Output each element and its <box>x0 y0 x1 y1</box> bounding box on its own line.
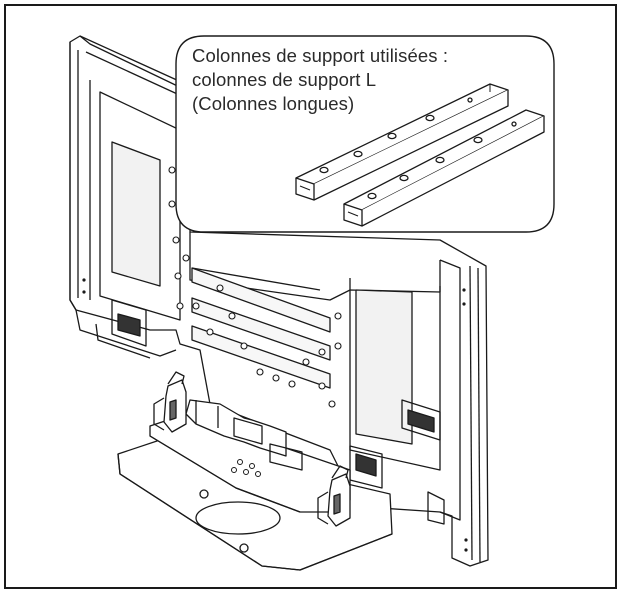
plasma-tv-rear-view-illustration <box>69 35 489 567</box>
callout-label: Colonnes de support utilisées : colonnes… <box>192 44 542 116</box>
callout-line-2: colonnes de support L <box>192 69 377 90</box>
tv-stand-base-illustration <box>117 371 393 571</box>
support-columns-callout <box>175 35 555 233</box>
callout-line-3: (Colonnes longues) <box>192 93 355 114</box>
callout-line-1: Colonnes de support utilisées : <box>192 45 449 66</box>
support-columns-illustration <box>295 83 545 227</box>
